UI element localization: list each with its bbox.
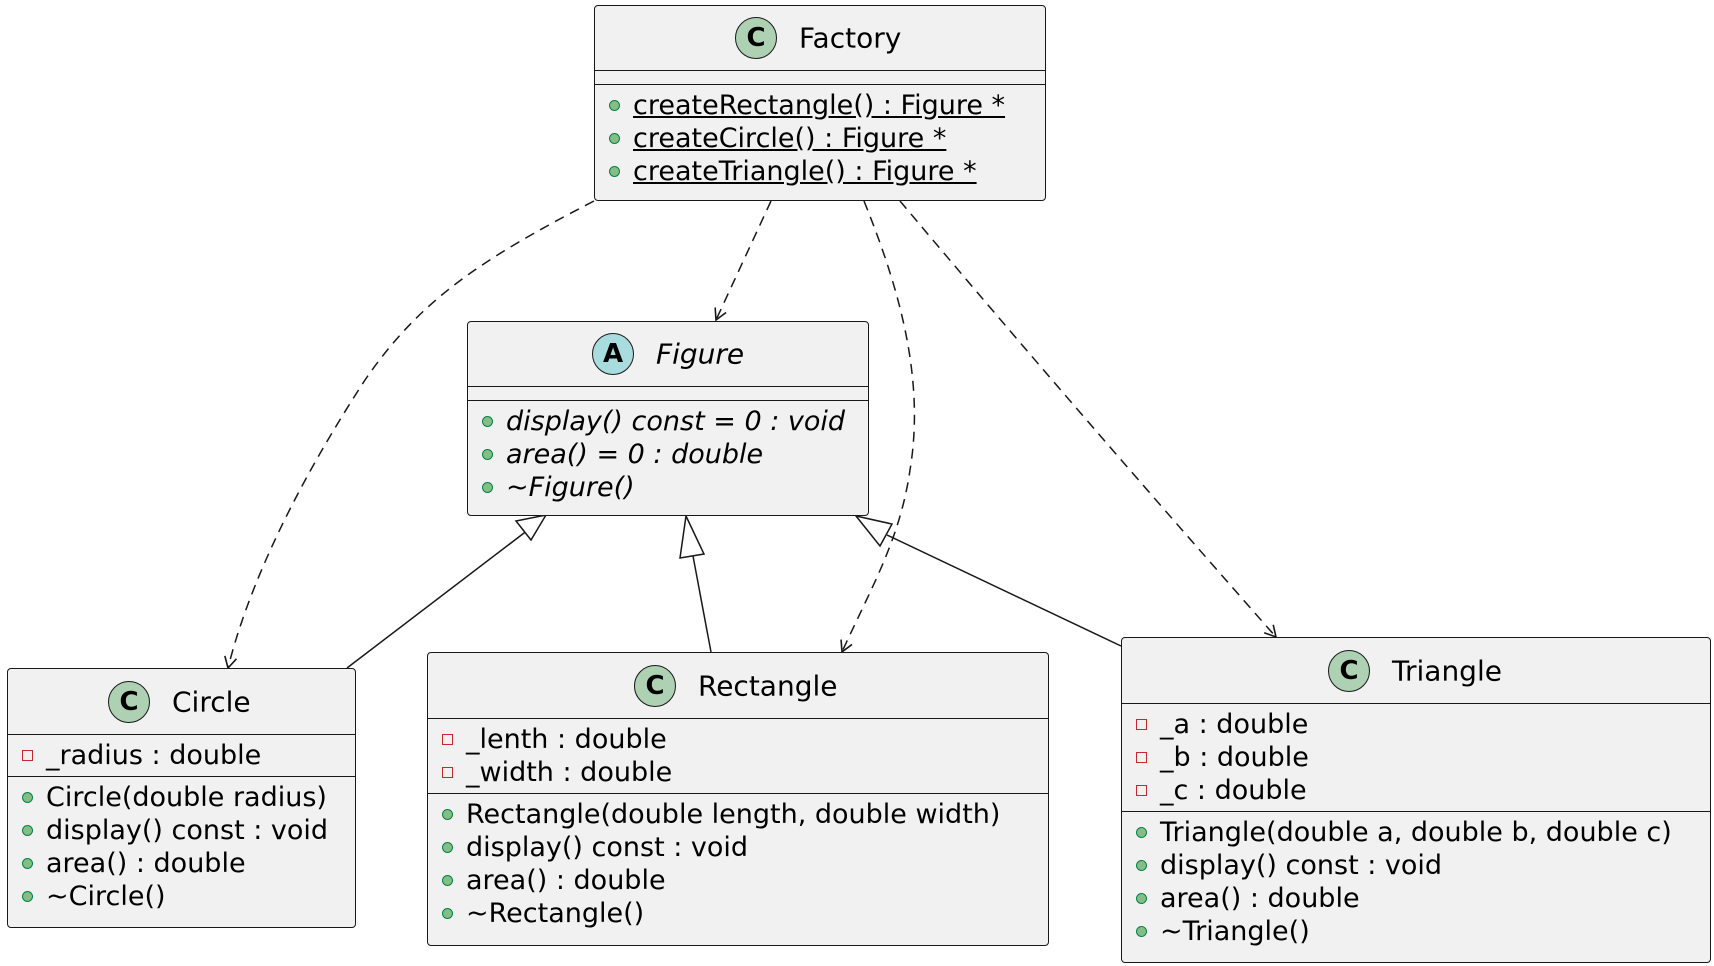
- methods-section: display() const = 0 : void area() = 0 : …: [468, 401, 868, 508]
- method-row: ~Figure(): [482, 471, 868, 504]
- edge-factory-triangle: [899, 200, 1278, 639]
- class-triangle[interactable]: C Triangle _a : double _b : double _c : …: [1121, 637, 1711, 963]
- class-name: Triangle: [1392, 654, 1502, 687]
- method-row: createTriangle() : Figure *: [609, 155, 1045, 188]
- class-header: C Circle: [8, 669, 355, 735]
- method-row: ~Rectangle(): [442, 897, 1048, 930]
- method-row: display() const : void: [442, 831, 1048, 864]
- class-name: Factory: [799, 21, 902, 55]
- methods-section: Circle(double radius) display() const : …: [8, 777, 355, 917]
- public-icon: [22, 858, 33, 869]
- inherit-arrow-rectangle: [679, 513, 706, 559]
- field-row: _b : double: [1136, 741, 1710, 774]
- class-factory[interactable]: C Factory createRectangle() : Figure * c…: [594, 5, 1046, 201]
- fields-section: [595, 71, 1045, 85]
- class-rectangle[interactable]: C Rectangle _lenth : double _width : dou…: [427, 652, 1049, 946]
- method-row: ~Triangle(): [1136, 915, 1710, 948]
- edge-factory-rectangle: [840, 200, 916, 654]
- public-icon: [609, 166, 620, 177]
- method-row: ~Circle(): [22, 880, 355, 913]
- public-icon: [1136, 827, 1147, 838]
- public-icon: [22, 891, 33, 902]
- inherit-arrow-circle: [514, 513, 548, 542]
- methods-section: Rectangle(double length, double width) d…: [428, 794, 1048, 934]
- fields-section: _a : double _b : double _c : double: [1122, 704, 1710, 812]
- class-header: C Rectangle: [428, 653, 1048, 719]
- method-row: display() const : void: [22, 814, 355, 847]
- public-icon: [442, 908, 453, 919]
- private-icon: [1136, 752, 1147, 763]
- class-name: Rectangle: [698, 669, 838, 702]
- method-row: Rectangle(double length, double width): [442, 798, 1048, 831]
- public-icon: [1136, 860, 1147, 871]
- inherit-arrow-triangle: [854, 514, 894, 548]
- private-icon: [22, 750, 33, 761]
- class-header: C Factory: [595, 6, 1045, 71]
- field-row: _c : double: [1136, 774, 1710, 807]
- public-icon: [609, 133, 620, 144]
- edge-factory-circle: [224, 200, 595, 670]
- class-header: A Figure: [468, 322, 868, 387]
- class-header: C Triangle: [1122, 638, 1710, 704]
- method-row: createCircle() : Figure *: [609, 122, 1045, 155]
- private-icon: [442, 767, 453, 778]
- public-icon: [442, 842, 453, 853]
- public-icon: [1136, 926, 1147, 937]
- class-c-icon: C: [735, 17, 777, 59]
- public-icon: [482, 449, 493, 460]
- class-figure[interactable]: A Figure display() const = 0 : void area…: [467, 321, 869, 516]
- method-row: createRectangle() : Figure *: [609, 89, 1045, 122]
- public-icon: [442, 809, 453, 820]
- class-c-icon: C: [1328, 649, 1370, 692]
- public-icon: [482, 482, 493, 493]
- method-row: display() const = 0 : void: [482, 405, 868, 438]
- method-row: area() : double: [22, 847, 355, 880]
- public-icon: [482, 416, 493, 427]
- method-row: display() const : void: [1136, 849, 1710, 882]
- field-row: _width : double: [442, 756, 1048, 789]
- abstract-a-icon: A: [592, 333, 634, 375]
- methods-section: createRectangle() : Figure * createCircl…: [595, 85, 1045, 192]
- edge-rectangle-figure: [692, 555, 712, 653]
- edge-triangle-figure: [886, 534, 1122, 647]
- fields-section: [468, 387, 868, 401]
- method-row: area() : double: [442, 864, 1048, 897]
- method-row: area() = 0 : double: [482, 438, 868, 471]
- public-icon: [22, 825, 33, 836]
- class-c-icon: C: [108, 680, 150, 723]
- methods-section: Triangle(double a, double b, double c) d…: [1122, 812, 1710, 952]
- class-c-icon: C: [634, 664, 676, 707]
- private-icon: [1136, 785, 1147, 796]
- fields-section: _radius : double: [8, 735, 355, 777]
- field-row: _radius : double: [22, 739, 355, 772]
- public-icon: [22, 792, 33, 803]
- edge-factory-figure: [714, 200, 772, 322]
- class-name: Figure: [656, 337, 745, 371]
- private-icon: [442, 734, 453, 745]
- method-row: Triangle(double a, double b, double c): [1136, 816, 1710, 849]
- private-icon: [1136, 719, 1147, 730]
- class-circle[interactable]: C Circle _radius : double Circle(double …: [7, 668, 356, 928]
- fields-section: _lenth : double _width : double: [428, 719, 1048, 794]
- field-row: _a : double: [1136, 708, 1710, 741]
- edge-circle-figure: [346, 529, 529, 669]
- field-row: _lenth : double: [442, 723, 1048, 756]
- public-icon: [442, 875, 453, 886]
- class-name: Circle: [172, 685, 251, 718]
- method-row: area() : double: [1136, 882, 1710, 915]
- method-row: Circle(double radius): [22, 781, 355, 814]
- public-icon: [1136, 893, 1147, 904]
- public-icon: [609, 100, 620, 111]
